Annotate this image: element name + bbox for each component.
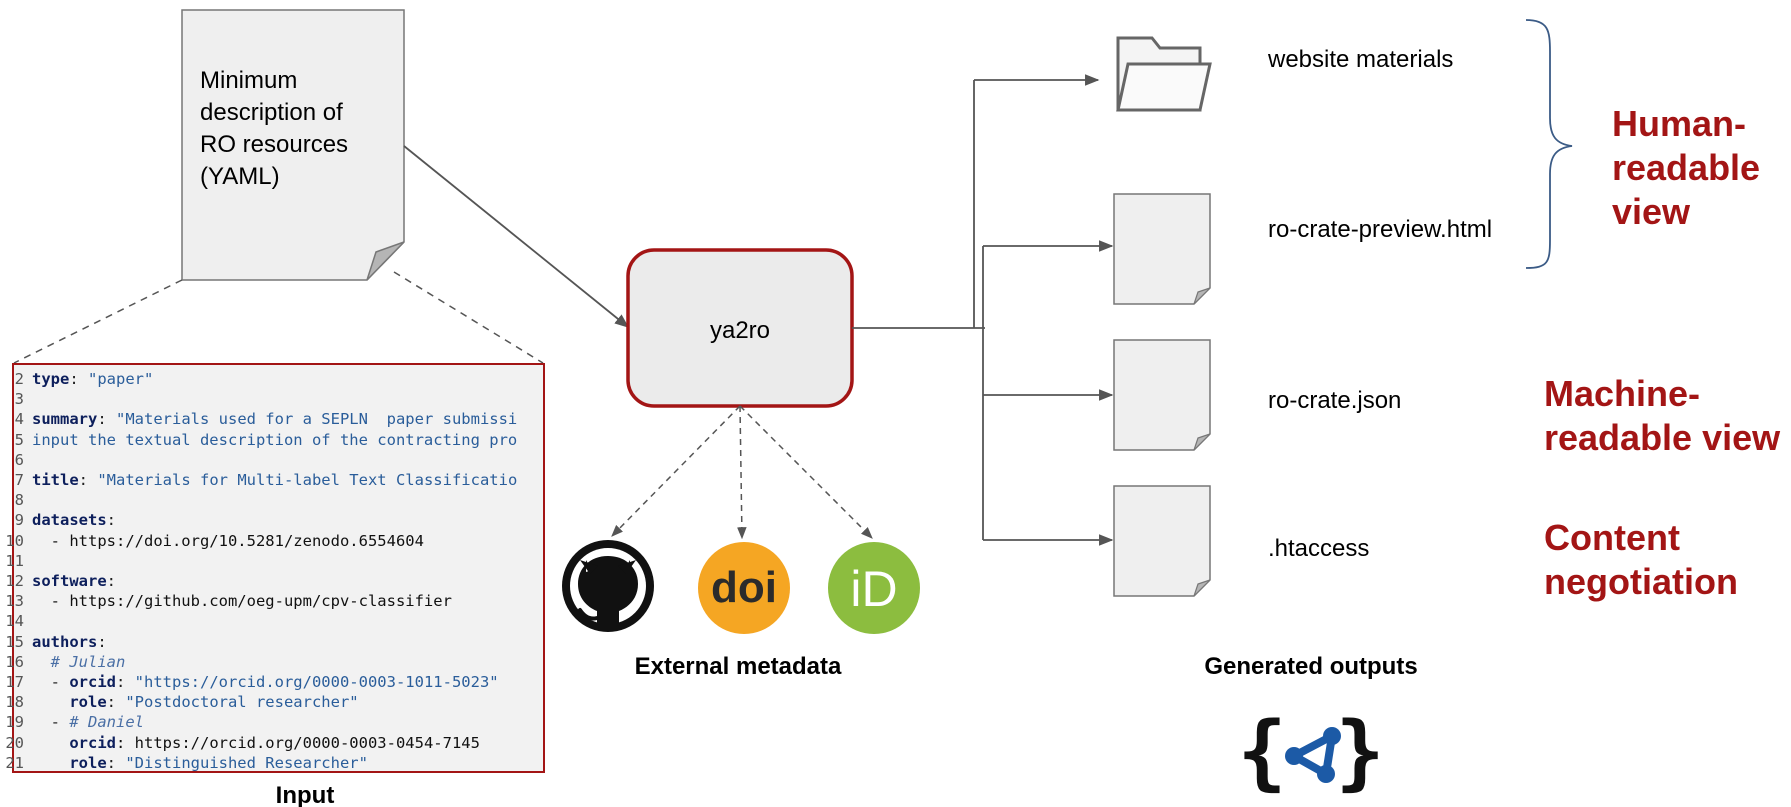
line-number: 7 <box>14 471 24 490</box>
tool-node: ya2ro <box>626 248 854 408</box>
code-line: 12 software: <box>5 571 543 591</box>
line-number: 2 <box>14 370 24 388</box>
line-number: 14 <box>5 612 24 631</box>
code-line: 8 <box>14 490 543 510</box>
code-text <box>32 450 41 470</box>
output-label-preview: ro-crate-preview.html <box>1268 216 1492 243</box>
line-number: 9 <box>14 511 24 530</box>
line-number: 21 <box>5 753 24 772</box>
input-document-label: Minimum description of RO resources (YAM… <box>200 67 355 190</box>
line-number: 17 <box>5 673 24 692</box>
document-icon <box>1113 193 1211 305</box>
generated-outputs-caption: Generated outputs <box>1204 653 1417 680</box>
code-line: 19 - # Daniel <box>5 712 543 732</box>
content-negotiation-label: Content negotiation <box>1544 517 1738 602</box>
code-line: 10 - https://doi.org/10.5281/zenodo.6554… <box>5 531 543 551</box>
github-icon <box>562 540 654 632</box>
code-text: # Julian <box>32 652 126 671</box>
input-caption: Input <box>276 782 335 807</box>
line-number: 13 <box>5 592 24 611</box>
code-line: 2 type: "paper" <box>14 369 543 389</box>
line-number: 5 <box>14 430 24 449</box>
output-label-json: ro-crate.json <box>1268 387 1401 414</box>
code-line: 3 <box>14 389 543 409</box>
line-number: 19 <box>5 713 24 732</box>
zoom-line-left <box>13 279 183 364</box>
code-text: summary: "Materials used for a SEPLN pap… <box>32 410 518 429</box>
svg-text:doi: doi <box>711 563 777 612</box>
code-line: 5 input the textual description of the co… <box>14 430 543 450</box>
arrow-tool-to-doi <box>737 405 747 540</box>
output-label-htaccess: .htaccess <box>1268 535 1369 562</box>
code-line: 13 - https://github.com/oeg-upm/cpv-clas… <box>5 591 543 611</box>
line-number: 4 <box>14 410 24 429</box>
brace <box>1525 19 1573 269</box>
code-line: 17 - orcid: "https://orcid.org/0000-0003… <box>5 672 543 692</box>
arrow-input-to-tool <box>403 145 630 328</box>
line-number: 11 <box>5 551 24 570</box>
line-number: 15 <box>5 632 24 651</box>
document-icon <box>1113 485 1211 597</box>
code-text <box>32 490 41 510</box>
arrow-tool-to-orcid <box>739 405 873 539</box>
svg-text:{: { <box>1237 705 1286 800</box>
orcid-icon: iD <box>828 542 920 634</box>
line-number: 18 <box>5 693 24 712</box>
code-text <box>32 389 41 409</box>
arrow-tool-to-github <box>611 405 741 537</box>
input-document: Minimum description of RO resources (YAM… <box>181 9 405 281</box>
line-number: 3 <box>14 390 24 409</box>
line-number: 16 <box>5 652 24 671</box>
code-text <box>32 551 41 571</box>
code-line: 6 <box>14 450 543 470</box>
code-text: - orcid: "https://orcid.org/0000-0003-10… <box>32 673 499 692</box>
code-text: - https://github.com/oeg-upm/cpv-classif… <box>32 592 452 611</box>
output-label-website: website materials <box>1267 46 1453 73</box>
code-text: - # Daniel <box>32 713 144 732</box>
code-text: orcid: https://orcid.org/0000-0003-0454-… <box>69 733 480 752</box>
tool-label: ya2ro <box>710 317 770 344</box>
code-line: 11 <box>5 551 543 571</box>
json-ld-icon: { } <box>1237 705 1384 800</box>
code-line: 4 summary: "Materials used for a SEPLN pa… <box>14 409 543 429</box>
yaml-code-panel: 2 type: "paper" 3 4 summary: "Materials use… <box>5 363 545 773</box>
code-line: 21 role: "Distinguished Researcher" <box>5 753 543 773</box>
code-line: 20 orcid: https://orcid.org/0000-0003-04… <box>5 733 543 753</box>
code-text: software: <box>32 572 116 591</box>
human-readable-view-label: Human- readable view <box>1612 103 1770 232</box>
code-line: 7 title: "Materials for Multi-label Text … <box>14 470 543 490</box>
code-text <box>32 611 41 631</box>
code-line: 14 <box>5 611 543 631</box>
line-number: 10 <box>5 531 24 550</box>
document-icon <box>1113 339 1211 451</box>
code-text: role: "Distinguished Researcher" <box>69 753 368 772</box>
line-number: 6 <box>14 450 24 469</box>
line-number: 8 <box>14 491 24 510</box>
line-number: 12 <box>5 572 24 591</box>
external-metadata-caption: External metadata <box>635 653 842 680</box>
code-line: 9 datasets: <box>14 510 543 530</box>
doi-icon: doi <box>698 542 790 634</box>
machine-readable-view-label: Machine- readable view <box>1544 373 1781 458</box>
code-text: input the textual description of the con… <box>32 430 518 449</box>
code-line: 15 authors: <box>5 632 543 652</box>
code-text: type: "paper" <box>32 370 154 388</box>
code-line: 18 role: "Postdoctoral researcher" <box>5 692 543 712</box>
folder-icon <box>1116 36 1212 112</box>
code-text: - https://doi.org/10.5281/zenodo.6554604 <box>32 531 424 550</box>
line-number: 20 <box>5 733 24 752</box>
code-text: datasets: <box>32 511 116 530</box>
svg-text:iD: iD <box>850 561 897 617</box>
zoom-line-right <box>393 271 544 364</box>
output-connectors <box>852 74 1114 546</box>
code-text: role: "Postdoctoral researcher" <box>69 693 359 712</box>
svg-text:}: } <box>1335 705 1384 800</box>
code-line: 16 # Julian <box>5 652 543 672</box>
code-text: authors: <box>32 632 107 651</box>
code-text: title: "Materials for Multi-label Text C… <box>32 471 518 490</box>
